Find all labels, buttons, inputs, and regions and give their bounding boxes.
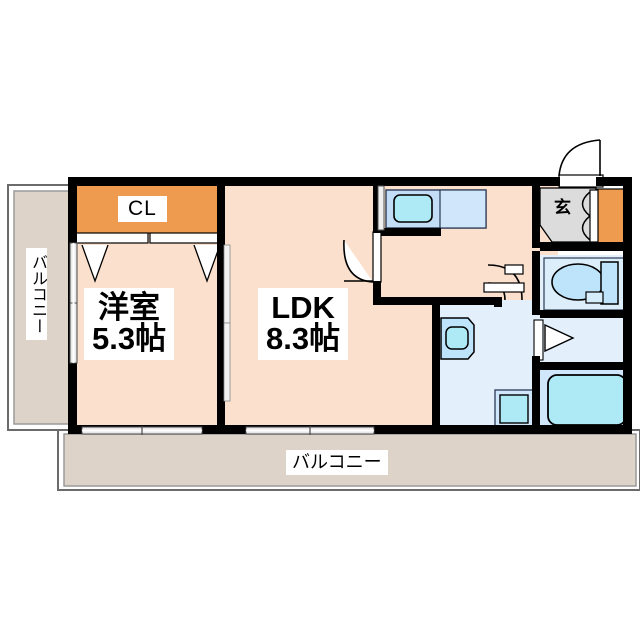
closet-label: CL bbox=[118, 196, 167, 222]
shoe-box bbox=[595, 188, 627, 244]
wall-kitchen-counter-base bbox=[381, 228, 441, 236]
closet-hanger-icon-right bbox=[193, 244, 221, 283]
wall-ldk-right bbox=[432, 297, 440, 433]
wash-basin-group bbox=[440, 317, 475, 360]
wall-bath-divider bbox=[540, 362, 632, 370]
wash-basin-bowl bbox=[445, 326, 469, 350]
toilet-tank bbox=[600, 261, 619, 305]
wall-ldk-kitchen-partition bbox=[373, 177, 381, 233]
wall-right-exterior bbox=[623, 177, 632, 433]
closet-hanger-rod-right bbox=[149, 232, 225, 244]
kitchen-cooktop bbox=[439, 189, 487, 229]
closet-hanger-icon-left bbox=[81, 244, 109, 283]
balcony-bottom-label: バルコニー bbox=[286, 450, 388, 475]
bathroom-group bbox=[547, 374, 627, 434]
hall-door-head bbox=[504, 264, 524, 275]
sliding-panel-a bbox=[223, 244, 231, 324]
bath-door-panel bbox=[533, 319, 544, 361]
wall-genkan-left bbox=[532, 186, 540, 248]
wall-toilet-bath-divider bbox=[540, 310, 632, 318]
kitchen-group bbox=[385, 189, 487, 229]
ldk-label-name: LDK bbox=[271, 290, 335, 325]
hall-door-group bbox=[483, 264, 525, 301]
entrance-door-swing-upper bbox=[581, 191, 591, 217]
kitchen-sink bbox=[393, 194, 433, 223]
genkan-group bbox=[539, 187, 627, 244]
wall-toilet-left bbox=[532, 251, 540, 315]
bath-door-swing-arrow bbox=[544, 323, 575, 353]
toilet-flush-lever bbox=[585, 291, 604, 304]
wall-top-exterior bbox=[68, 177, 560, 186]
wall-hall-bottom bbox=[373, 297, 448, 305]
wall-washroom-top bbox=[440, 297, 502, 305]
washitsu-label-name: 洋室 bbox=[98, 290, 161, 325]
wall-bathroom-left bbox=[532, 356, 540, 433]
toilet-group bbox=[543, 257, 629, 311]
washitsu-label-size: 5.3帖 bbox=[92, 321, 167, 356]
ldk-label-size: 8.3帖 bbox=[266, 321, 341, 356]
wall-top-right bbox=[596, 177, 632, 186]
outer-entrance-door-swing bbox=[558, 139, 601, 177]
wall-ldk-hall-partition bbox=[373, 281, 381, 305]
washing-machine-group bbox=[494, 389, 534, 429]
wall-genkan-bottom bbox=[540, 242, 632, 251]
washitsu-label: 洋室 5.3帖 bbox=[84, 288, 175, 360]
wall-bottom-water-rooms bbox=[440, 425, 632, 434]
hall-door-leaf bbox=[483, 282, 525, 293]
entrance-door-swing-lower bbox=[581, 215, 591, 241]
balcony-left-group bbox=[7, 184, 77, 431]
entrance-door-leaf bbox=[589, 189, 599, 243]
ldk-door-leaf bbox=[372, 231, 382, 283]
balcony-left-label: バルコニー bbox=[26, 248, 47, 340]
washing-machine-pan-inner bbox=[499, 394, 529, 424]
sliding-panel-b bbox=[223, 322, 231, 402]
ldk-label: LDK 8.3帖 bbox=[258, 288, 349, 360]
kitchen-window bbox=[377, 185, 385, 231]
wall-hall-right bbox=[494, 297, 502, 307]
windows bbox=[69, 185, 385, 435]
bathtub bbox=[547, 374, 627, 426]
genkan-label: 玄 bbox=[554, 198, 571, 217]
closet-hanger-rod-left bbox=[75, 232, 149, 244]
